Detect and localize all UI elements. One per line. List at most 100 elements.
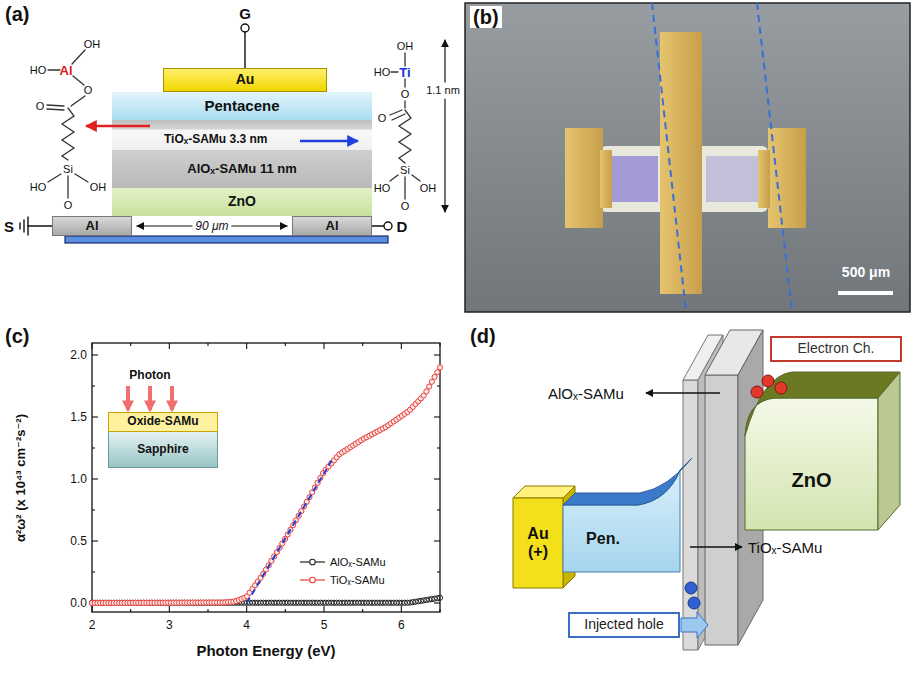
node-text: Al <box>326 219 339 233</box>
molecule-bond <box>67 176 68 198</box>
node-text: Pen. <box>586 530 620 548</box>
axis-tick <box>92 343 440 612</box>
axis-tick <box>169 343 170 349</box>
axis-tick <box>437 571 440 572</box>
axis-tick <box>401 606 402 612</box>
layer-box: AlOₓ-SAMu 11 nm <box>112 150 372 188</box>
molecule-bond <box>71 96 85 106</box>
band-diagram <box>688 597 700 609</box>
band-diagram <box>513 498 563 588</box>
device-photo <box>565 128 603 228</box>
axis-tick <box>92 447 95 448</box>
axis-tick <box>246 606 247 612</box>
molecule-bond <box>47 105 64 106</box>
dimension-label: 1.1 nm <box>426 85 460 96</box>
device-photo <box>757 3 792 312</box>
axis-tick <box>434 540 440 541</box>
data-point <box>432 374 437 379</box>
axis-tick <box>437 509 440 510</box>
axis-tick <box>91 606 92 612</box>
atom-label: O <box>64 200 73 211</box>
axis-tick <box>207 343 208 346</box>
axis-tick <box>130 343 131 346</box>
axis-tick <box>285 609 286 612</box>
atom-label: Al <box>60 64 73 77</box>
axis-tick <box>439 343 440 346</box>
molecule-bond <box>391 71 398 72</box>
node-text: ZnO <box>792 469 832 491</box>
layer-box: TiOₓ-SAMu 3.3 nm <box>112 120 372 150</box>
node-text: ZnO <box>228 194 256 209</box>
atom-label: OH <box>84 39 101 50</box>
axis-title: α²ω² (x 10⁴³ cm⁻²s⁻²) <box>14 414 27 542</box>
axis-tick <box>92 416 98 417</box>
device-photo <box>465 3 910 312</box>
node-text: TiOₓ-SAMu 3.3 nm <box>164 133 268 146</box>
panel-letter: (b) <box>470 6 502 28</box>
atom-label: O <box>401 201 410 212</box>
device-photo <box>465 3 910 312</box>
data-point <box>424 389 429 394</box>
molecule-bond <box>399 110 411 163</box>
axis-tick <box>92 571 95 572</box>
axis-tick <box>169 606 170 612</box>
band-diagram <box>745 372 900 436</box>
device-photo <box>758 150 770 208</box>
atom-label: OH <box>420 183 437 194</box>
substrate <box>65 236 388 243</box>
axis-title: Photon Energy (eV) <box>196 643 335 658</box>
data-point <box>89 365 442 606</box>
node-text: Electron Ch. <box>797 341 874 356</box>
molecule-bond <box>48 69 60 70</box>
axis-tick <box>91 343 92 349</box>
axis-tick <box>437 447 440 448</box>
axis-tick <box>439 609 440 612</box>
panel-letter: (a) <box>5 4 29 24</box>
atom-label: OH <box>90 182 107 193</box>
axis-tick <box>92 385 95 386</box>
atom-label: Ti <box>399 66 410 79</box>
molecule-bond <box>404 53 405 66</box>
atom-label: HO <box>30 182 47 193</box>
terminal-wire <box>244 32 245 68</box>
terminal-wire <box>19 223 20 229</box>
molecule-bond <box>47 109 64 110</box>
atom-label: HO <box>374 67 391 78</box>
molecule-bond <box>392 114 405 120</box>
molecule-bond <box>412 175 420 181</box>
callout-box: Electron Ch. <box>770 336 902 362</box>
electrode-box: Al <box>292 216 372 236</box>
band-block: Pen. <box>563 505 643 572</box>
layer-label: AlOₓ-SAMu <box>548 386 624 401</box>
molecule-bond <box>404 177 405 199</box>
inset-label: Photon <box>129 369 170 381</box>
fit-line <box>247 460 332 603</box>
node-text: Oxide-SAMu <box>127 415 198 428</box>
photon-arrow <box>170 386 174 410</box>
molecule-bond <box>62 108 74 160</box>
band-diagram <box>685 582 697 594</box>
panel-letter: (c) <box>5 326 29 346</box>
node-text: Sapphire <box>137 443 188 456</box>
molecule-bond <box>75 174 88 182</box>
axis-tick <box>285 343 286 346</box>
tick-label: 5 <box>321 619 328 631</box>
node-text: Al <box>86 219 99 233</box>
molecule-bond <box>73 76 84 85</box>
band-block: Au (+) <box>513 498 563 588</box>
axis-tick <box>92 540 98 541</box>
band-diagram <box>690 546 742 547</box>
band-diagram <box>683 380 698 650</box>
data-point <box>429 379 434 384</box>
node-text: AlOₓ-SAMu 11 nm <box>187 162 297 176</box>
atom-label: O <box>84 85 93 96</box>
atom-label: HO <box>30 65 47 76</box>
molecule-bond <box>47 50 420 199</box>
legend-sample <box>310 577 316 583</box>
band-diagram <box>513 330 900 650</box>
band-diagram <box>681 612 708 638</box>
data-point <box>435 370 440 375</box>
tick-label: 2.0 <box>70 349 87 361</box>
device-photo <box>706 156 758 202</box>
band-diagram <box>563 458 692 505</box>
